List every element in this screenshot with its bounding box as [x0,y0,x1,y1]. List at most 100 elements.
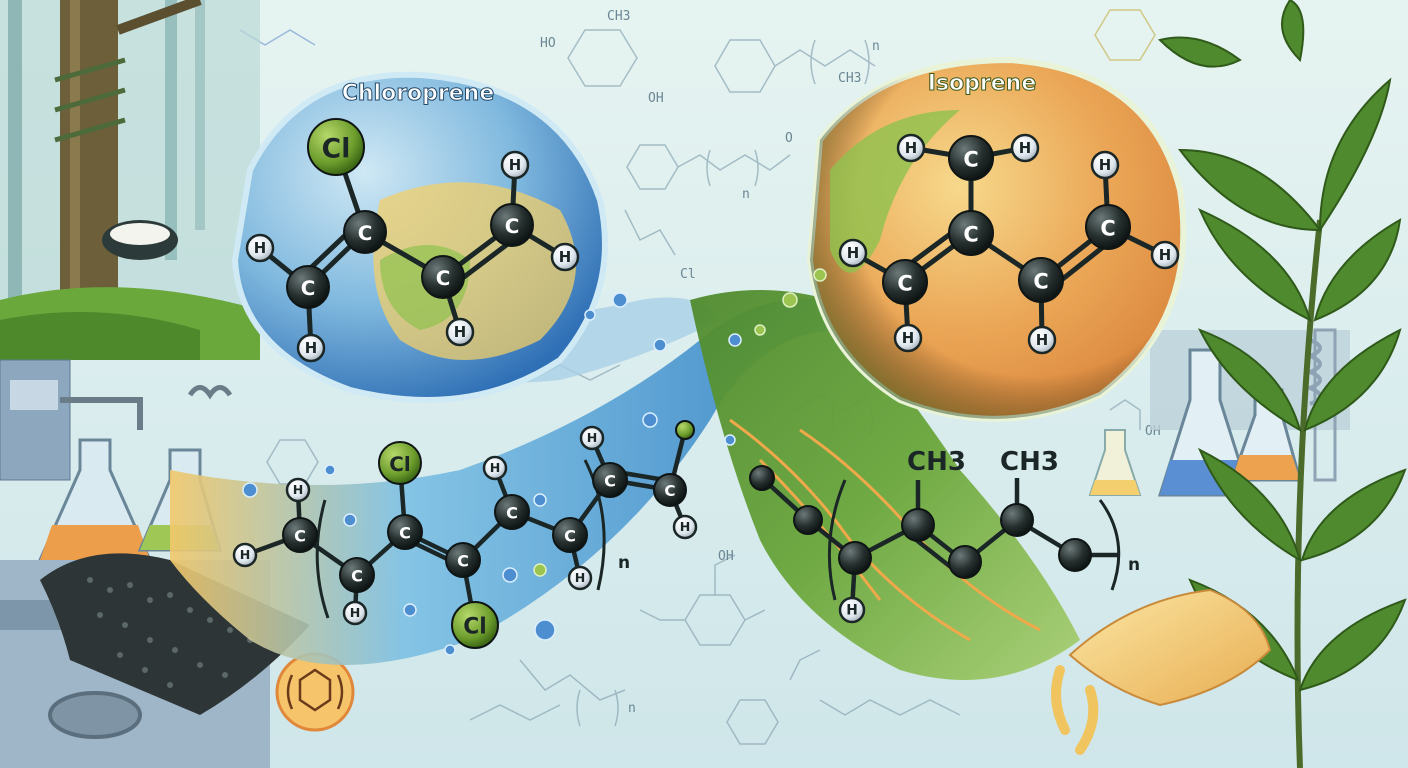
methyl-label-left: CH3 [907,447,966,477]
hydrogen-atom: H [550,242,580,272]
hydrogen-atom: H [285,477,311,503]
carbon-atom: C [1018,257,1064,303]
hydrogen-atom: H [1010,133,1040,163]
hydrogen-atom: H [232,542,258,568]
carbon-atom [838,541,872,575]
atom-symbol: H [902,329,914,347]
atom-symbol: H [847,244,859,262]
svg-text:n: n [628,701,636,716]
chlorine-atom [675,420,695,440]
carbon-atom: C [286,265,330,309]
atom-symbol: C [963,222,978,246]
hydrogen-atom: H [838,238,868,268]
atom-symbol: C [664,482,675,500]
hydrogen-atom: H [1150,240,1180,270]
hydrogen-atom: H [838,596,866,624]
atom-symbol: H [905,139,917,157]
svg-text:OH: OH [718,549,734,564]
atom-symbol: C [1033,269,1048,293]
atom-symbol: H [293,482,304,497]
atom-symbol: H [454,323,466,341]
isoprene-title: Isoprene [928,71,1037,96]
carbon-atom: C [445,542,481,578]
carbon-atom: C [494,494,530,530]
svg-text:CH3: CH3 [607,9,630,24]
atom-symbol: H [1099,156,1111,174]
hydrogen-atom: H [245,233,275,263]
chloroprene-title: Chloroprene [342,81,495,106]
forest-background [0,0,260,360]
carbon-atom: C [1085,204,1131,250]
atom-symbol: H [846,603,858,619]
atom-symbol: C [294,526,306,545]
atom-symbol: C [301,277,316,300]
carbon-atom [793,505,823,535]
svg-text:HO: HO [540,36,556,51]
atom-symbol: Cl [322,134,351,165]
hydrogen-atom: H [482,455,508,481]
atom-symbol: C [1100,216,1115,240]
atom-symbol: C [505,215,520,238]
atom-symbol: H [680,519,691,534]
hydrogen-atom: H [296,333,326,363]
atom-symbol: C [436,267,451,290]
svg-text:n: n [742,187,750,202]
polymer-brackets [315,459,1121,619]
hydrogen-atom: H [672,514,698,540]
atom-symbol: H [1036,331,1048,349]
atom-symbol: H [1019,139,1031,157]
hydrogen-atom: H [445,317,475,347]
carbon-atom: C [552,517,588,553]
chlorine-atom: Cl [307,118,365,176]
svg-text:Cl: Cl [680,267,696,282]
carbon-atom: C [948,135,994,181]
carbon-atom: C [948,210,994,256]
atom-symbol: C [897,271,912,295]
atom-symbol: H [490,460,501,475]
chlorine-atom: Cl [378,441,422,485]
rubber-tree-leaves [1158,0,1407,768]
carbon-atom [901,508,935,542]
atom-symbol: C [604,471,616,490]
carbon-atom: C [343,210,387,254]
hexagon-molecule-icon [275,652,355,732]
hydrogen-atom: H [500,150,530,180]
chlorine-atom: Cl [451,601,499,649]
hydrogen-atom: H [579,425,605,451]
atom-symbol: H [559,248,571,266]
carbon-atom: C [339,557,375,593]
atom-symbol: H [575,570,586,585]
hydrogen-atom: H [893,323,923,353]
svg-text:OH: OH [648,91,664,106]
atom-symbol: Cl [463,615,486,640]
atom-symbol: C [399,523,411,542]
latex-sheet [1051,588,1272,755]
atom-symbol: H [1159,246,1171,264]
carbon-atom: C [282,517,318,553]
repeat-n-right: n [1128,555,1140,575]
atom-symbol: Cl [389,453,410,476]
carbon-atom: C [653,473,687,507]
carbon-atom: C [421,255,465,299]
atom-symbol: C [506,503,518,522]
carbon-atom [1000,503,1034,537]
atom-symbol: H [587,430,598,445]
carbon-atom [1058,538,1092,572]
droplets [242,292,742,656]
atom-symbol: C [358,222,373,245]
methyl-label-right: CH3 [1000,447,1059,477]
atom-symbol: H [240,547,251,562]
repeat-n-left: n [618,553,630,573]
atom-symbol: C [564,526,576,545]
atom-symbol: H [350,605,361,620]
carbon-atom: C [387,514,423,550]
atom-symbol: H [509,156,521,174]
hydrogen-atom: H [1090,150,1120,180]
hydrogen-atom: H [567,565,593,591]
carbon-atom: C [490,203,534,247]
carbon-atom [948,545,982,579]
carbon-atom [749,465,775,491]
svg-text:CH3: CH3 [838,71,861,86]
